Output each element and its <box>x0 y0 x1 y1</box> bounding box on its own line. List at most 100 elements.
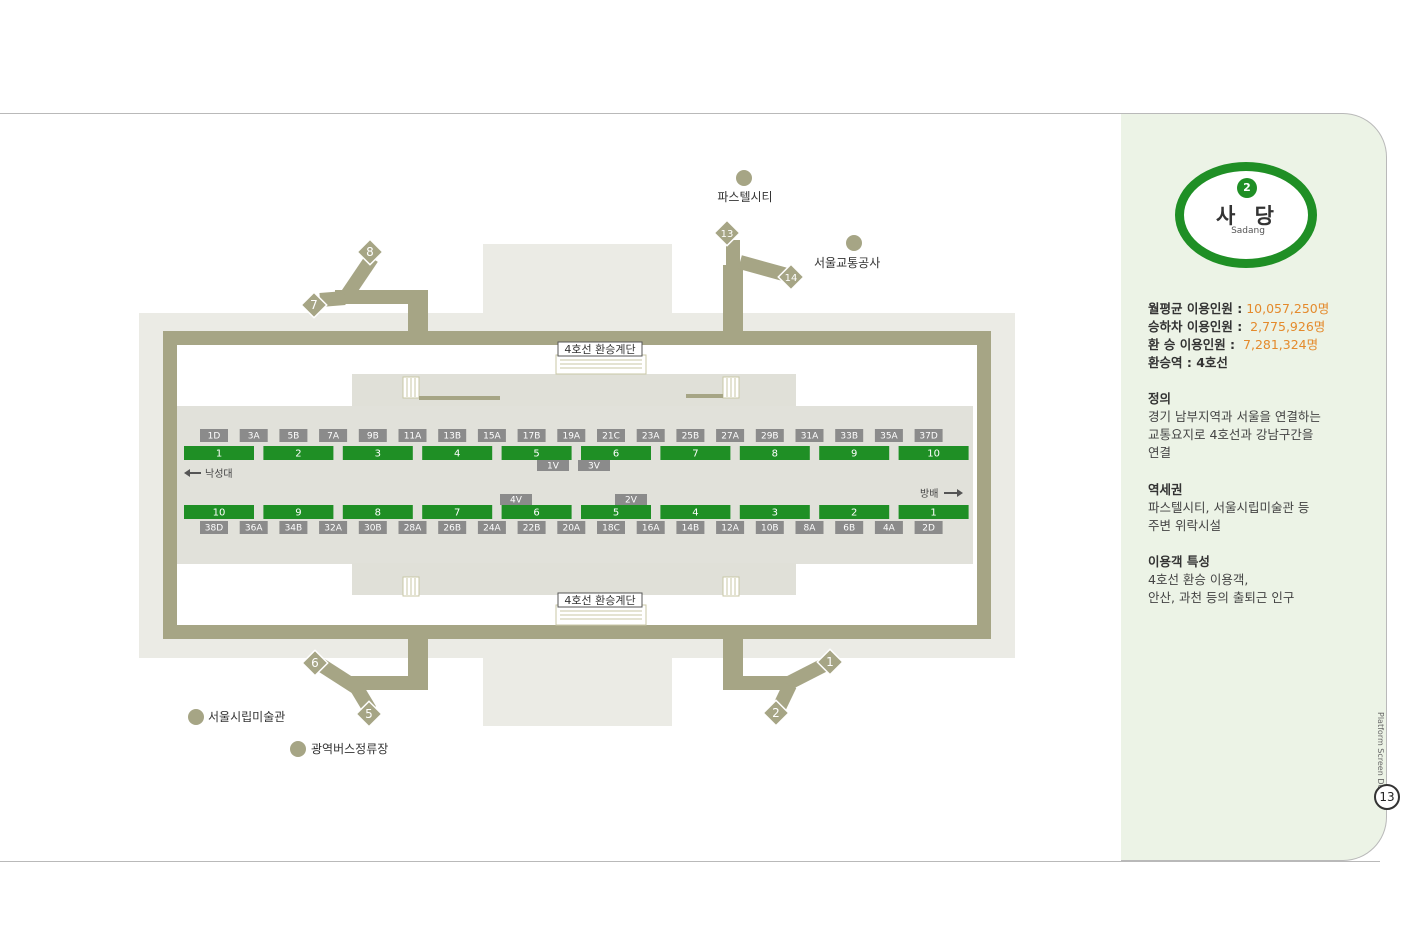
door-24A-label: 24A <box>483 524 501 534</box>
door-26B-label: 26B <box>443 524 461 534</box>
upper-car-6: 6 <box>581 446 651 460</box>
door-38D-label: 38D <box>205 524 223 534</box>
upper-transfer-block <box>483 244 672 316</box>
exit-7-diamond <box>300 291 328 319</box>
lower-car-7: 7 <box>422 505 493 519</box>
vent-3V: 3V <box>578 460 610 472</box>
lower-car-9-label: 9 <box>295 508 301 519</box>
exit-arm-8 <box>339 254 378 302</box>
door-31A: 31A <box>795 429 824 442</box>
stat-transfer-line: 환승역 : 4호선 <box>1148 355 1228 370</box>
upper-car-4-box <box>422 446 493 460</box>
door-32A-box <box>319 521 348 534</box>
door-11A: 11A <box>398 429 427 442</box>
vent-1V: 1V <box>537 460 569 472</box>
door-7A-box <box>319 429 348 442</box>
door-20A: 20A <box>557 521 586 534</box>
door-7A-label: 7A <box>327 432 340 442</box>
upper-car-7-label: 7 <box>692 449 698 460</box>
stat-monthly: 월평균 이용인원 : 10,057,250명 <box>1148 301 1330 316</box>
door-25B-label: 25B <box>682 432 700 442</box>
door-26B: 26B <box>438 521 467 534</box>
landmark-2-dot <box>188 709 204 725</box>
upper-car-3: 3 <box>342 446 413 460</box>
door-4A-box <box>874 521 903 534</box>
stat-transfer: 환 승 이용인원 : 7,281,324명 <box>1148 337 1319 352</box>
landmark-1-label: 서울교통공사 <box>814 256 880 270</box>
section-catchment: 역세권 파스텔시티, 서울시립미술관 등 주변 위락시설 <box>1148 482 1310 533</box>
upper-car-2: 2 <box>263 446 334 460</box>
transfer-label-lower: 4호선 환승계단 <box>564 594 635 607</box>
door-30B: 30B <box>358 521 387 534</box>
lower-car-7-label: 7 <box>454 508 460 519</box>
door-6B-box <box>835 521 864 534</box>
upper-left-ledge <box>419 396 500 400</box>
door-4A-label: 4A <box>883 524 896 534</box>
lower-car-4-box <box>660 505 731 519</box>
passage-se-bottom <box>723 676 795 690</box>
door-34B-box <box>279 521 308 534</box>
lower-car-3-box <box>739 505 810 519</box>
door-3A: 3A <box>239 429 268 442</box>
upper-car-8: 8 <box>739 446 810 460</box>
door-28A-box <box>398 521 427 534</box>
page-number: 13 <box>1374 784 1400 810</box>
exit-1: 1 <box>816 648 844 676</box>
upper-car-5-label: 5 <box>533 449 539 460</box>
door-23A-label: 23A <box>642 432 660 442</box>
door-2D: 2D <box>914 521 943 534</box>
landmark-2: 서울시립미술관 <box>188 709 285 725</box>
door-12A-box <box>716 521 745 534</box>
upper-car-7: 7 <box>660 446 731 460</box>
door-23A: 23A <box>636 429 665 442</box>
lower-car-5: 5 <box>581 505 651 519</box>
vent-4V: 4V <box>500 494 532 506</box>
upper-car-7-box <box>660 446 731 460</box>
exit-13: 13 <box>713 219 741 247</box>
exit-6-label: 6 <box>311 656 319 670</box>
direction-left: 낙성대 <box>184 468 233 480</box>
exit-8-diamond <box>356 238 384 266</box>
passage-sw-bottom <box>350 676 428 690</box>
door-18C: 18C <box>597 521 625 534</box>
door-13B-label: 13B <box>443 432 461 442</box>
door-19A: 19A <box>557 429 586 442</box>
exit-14: 14 <box>777 263 805 291</box>
exit-5-diamond <box>355 700 383 728</box>
exit-8-label: 8 <box>366 245 374 259</box>
door-8A-label: 8A <box>804 524 817 534</box>
door-29B-box <box>755 429 784 442</box>
upper-car-9: 9 <box>819 446 890 460</box>
door-27A: 27A <box>716 429 745 442</box>
exit-2-label: 2 <box>772 706 780 720</box>
lower-car-10: 10 <box>184 505 254 519</box>
transfer-stairs-upper-steps <box>555 354 647 375</box>
exit-13-diamond <box>713 219 741 247</box>
door-30B-box <box>358 521 387 534</box>
door-17B: 17B <box>517 429 546 442</box>
door-22B-label: 22B <box>523 524 541 534</box>
upper-car-8-box <box>739 446 810 460</box>
door-13B: 13B <box>438 429 467 442</box>
door-32A-label: 32A <box>324 524 342 534</box>
vent-2V-box <box>615 494 647 505</box>
exit-1-label: 1 <box>826 655 834 669</box>
transfer-label-upper: 4호선 환승계단 <box>564 343 635 356</box>
door-4A: 4A <box>874 521 903 534</box>
lower-car-8-label: 8 <box>375 508 381 519</box>
door-27A-label: 27A <box>721 432 739 442</box>
vent-1V-label: 1V <box>547 462 560 472</box>
door-20A-label: 20A <box>562 524 580 534</box>
exit-arm-7 <box>319 291 346 307</box>
door-3A-label: 3A <box>248 432 261 442</box>
upper-car-1-box <box>184 446 254 460</box>
door-27A-box <box>716 429 745 442</box>
door-14B-label: 14B <box>682 524 700 534</box>
door-7A: 7A <box>319 429 348 442</box>
door-9B-label: 9B <box>367 432 379 442</box>
door-10B-box <box>755 521 784 534</box>
door-33B-label: 33B <box>840 432 858 442</box>
landmark-0: 파스텔시티 <box>717 170 773 204</box>
